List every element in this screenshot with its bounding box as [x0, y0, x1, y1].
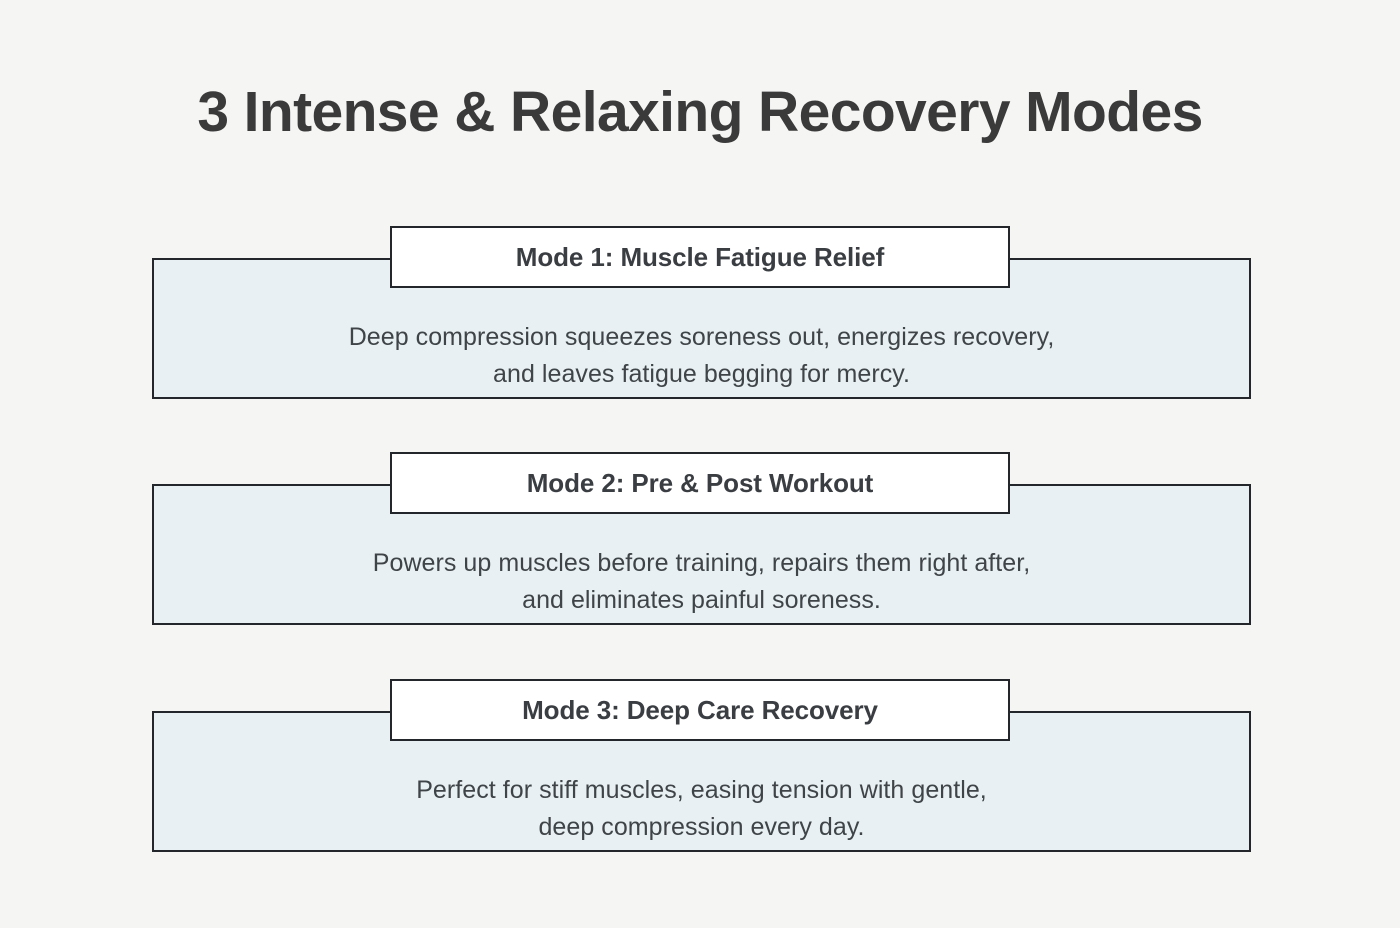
mode-header-label: Mode 2: Pre & Post Workout [526, 468, 874, 498]
mode-description-line: deep compression every day. [538, 813, 865, 841]
mode-header-3: Mode 3: Deep Care Recovery [390, 679, 1010, 741]
page-title: 3 Intense & Relaxing Recovery Modes [197, 80, 1203, 144]
mode-header-2: Mode 2: Pre & Post Workout [390, 452, 1010, 514]
mode-header-label: Mode 3: Deep Care Recovery [522, 695, 878, 725]
mode-description-1: Deep compression squeezes soreness out, … [154, 319, 1249, 393]
mode-header-label: Mode 1: Muscle Fatigue Relief [515, 242, 885, 272]
mode-description-line: Deep compression squeezes soreness out, … [348, 323, 1055, 351]
mode-description-line: Powers up muscles before training, repai… [372, 549, 1031, 577]
mode-description-2: Powers up muscles before training, repai… [154, 545, 1249, 619]
mode-header-1: Mode 1: Muscle Fatigue Relief [390, 226, 1010, 288]
mode-description-line: and eliminates painful soreness. [522, 586, 881, 614]
mode-description-line: and leaves fatigue begging for mercy. [493, 360, 910, 388]
mode-description-line: Perfect for stiff muscles, easing tensio… [416, 776, 987, 804]
mode-description-3: Perfect for stiff muscles, easing tensio… [154, 772, 1249, 846]
